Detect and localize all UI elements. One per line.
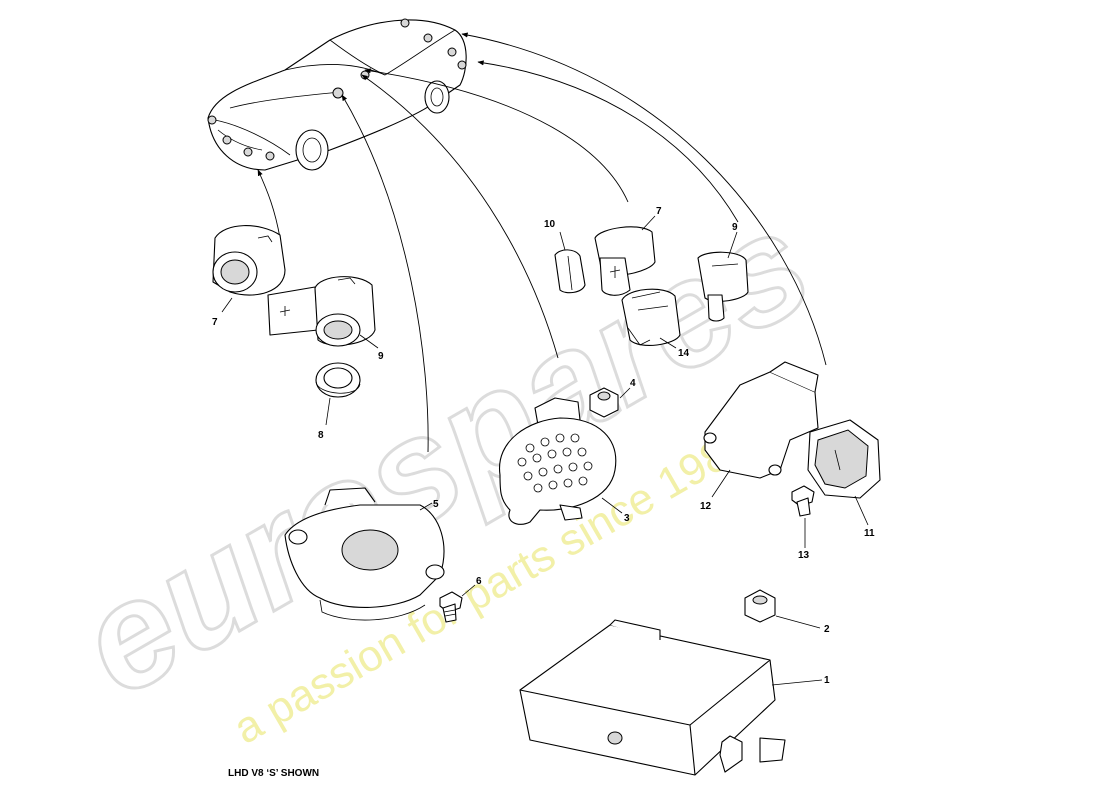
callout-12: 12 bbox=[700, 501, 712, 512]
part-6-screw bbox=[439, 591, 463, 623]
diagram-caption: LHD V8 ‘S’ SHOWN bbox=[228, 768, 319, 779]
callout-13: 13 bbox=[798, 550, 810, 561]
part-1-module bbox=[519, 619, 786, 776]
callout-5: 5 bbox=[433, 499, 439, 510]
part-7-sensor-left bbox=[212, 225, 286, 296]
part-12-bracket bbox=[703, 361, 819, 479]
part-10-cap bbox=[554, 249, 586, 294]
callout-7-left: 7 bbox=[212, 317, 218, 328]
callout-9-left: 9 bbox=[378, 351, 384, 362]
callout-8: 8 bbox=[318, 430, 324, 441]
part-4-nut bbox=[589, 387, 619, 418]
leader-lines bbox=[221, 215, 869, 686]
part-14-clip bbox=[621, 288, 681, 346]
part-5-housing bbox=[284, 487, 445, 621]
callout-11: 11 bbox=[864, 528, 875, 539]
arrow-curves bbox=[257, 32, 827, 453]
part-8-ring bbox=[315, 362, 361, 398]
part-11-sensor bbox=[807, 419, 881, 499]
callout-2: 2 bbox=[824, 624, 830, 635]
callout-3: 3 bbox=[624, 513, 630, 524]
part-9-sensor-right bbox=[697, 251, 749, 322]
part-2-nut bbox=[744, 589, 776, 623]
callout-1: 1 bbox=[824, 675, 830, 686]
callout-7-upper: 7 bbox=[656, 206, 662, 217]
callout-4: 4 bbox=[630, 378, 636, 389]
callout-6: 6 bbox=[476, 576, 482, 587]
part-9-sensor-left bbox=[267, 276, 376, 347]
car-illustration bbox=[207, 18, 467, 171]
callout-labels: 7 9 8 10 7 9 14 4 3 5 6 12 11 13 2 1 bbox=[212, 206, 875, 686]
callout-14: 14 bbox=[678, 348, 690, 359]
part-13-bolt bbox=[791, 485, 815, 517]
speaker-holes bbox=[517, 433, 593, 493]
part-7-sensor-upper bbox=[594, 226, 656, 296]
callout-9-right: 9 bbox=[732, 222, 738, 233]
part-3-speaker bbox=[499, 397, 617, 525]
callout-10: 10 bbox=[544, 219, 556, 230]
